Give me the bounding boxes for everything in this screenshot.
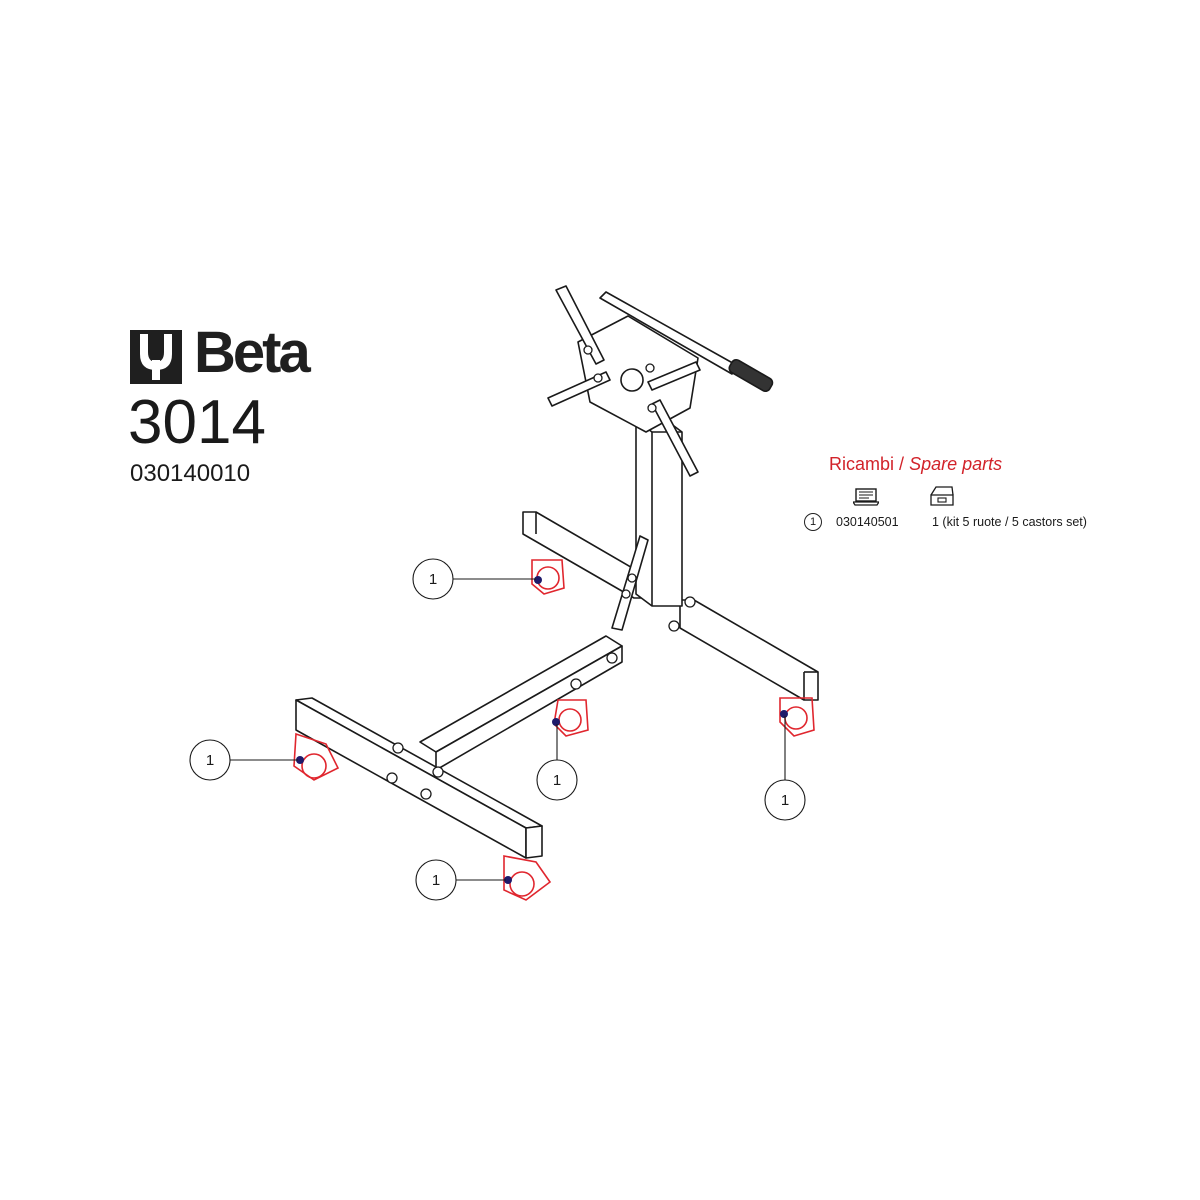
spare-parts-title-en: Spare parts (909, 454, 1003, 474)
castor-bolts (296, 576, 788, 884)
product-code: 030140010 (130, 460, 251, 487)
callout-1-front-left: 1 (189, 739, 231, 781)
castor-center (553, 699, 589, 737)
stand-frame (295, 285, 819, 859)
part-ref-badge: 1 (804, 513, 822, 531)
callout-1-rear-right: 1 (764, 779, 806, 821)
part-code: 030140501 (836, 515, 899, 529)
part-quantity-description: 1 (kit 5 ruote / 5 castors set) (932, 515, 1087, 529)
spare-parts-title: Ricambi / Spare parts (829, 455, 1002, 473)
callout-1-center: 1 (536, 759, 578, 801)
castors (293, 559, 815, 901)
parts-box-icon (930, 486, 954, 506)
callout-label: 1 (432, 872, 440, 889)
castor-front-right (503, 855, 552, 901)
callout-label: 1 (429, 571, 437, 588)
callout-label: 1 (553, 772, 561, 789)
castor-front-left (293, 732, 340, 781)
spare-parts-separator: / (899, 454, 905, 474)
frame-bolts (386, 345, 696, 800)
spare-parts-title-it: Ricambi (829, 454, 895, 474)
brand-wordmark: Beta (194, 320, 311, 385)
callout-leaders (230, 578, 786, 881)
laptop-icon (853, 488, 879, 506)
callout-label: 1 (206, 752, 214, 769)
beta-logo-mark-icon (130, 330, 182, 384)
callout-1-front-right: 1 (415, 859, 457, 901)
product-model: 3014 (128, 388, 266, 457)
callout-label: 1 (781, 792, 789, 809)
callout-1-rear-left: 1 (412, 558, 454, 600)
brand-logo: Beta (130, 324, 355, 384)
